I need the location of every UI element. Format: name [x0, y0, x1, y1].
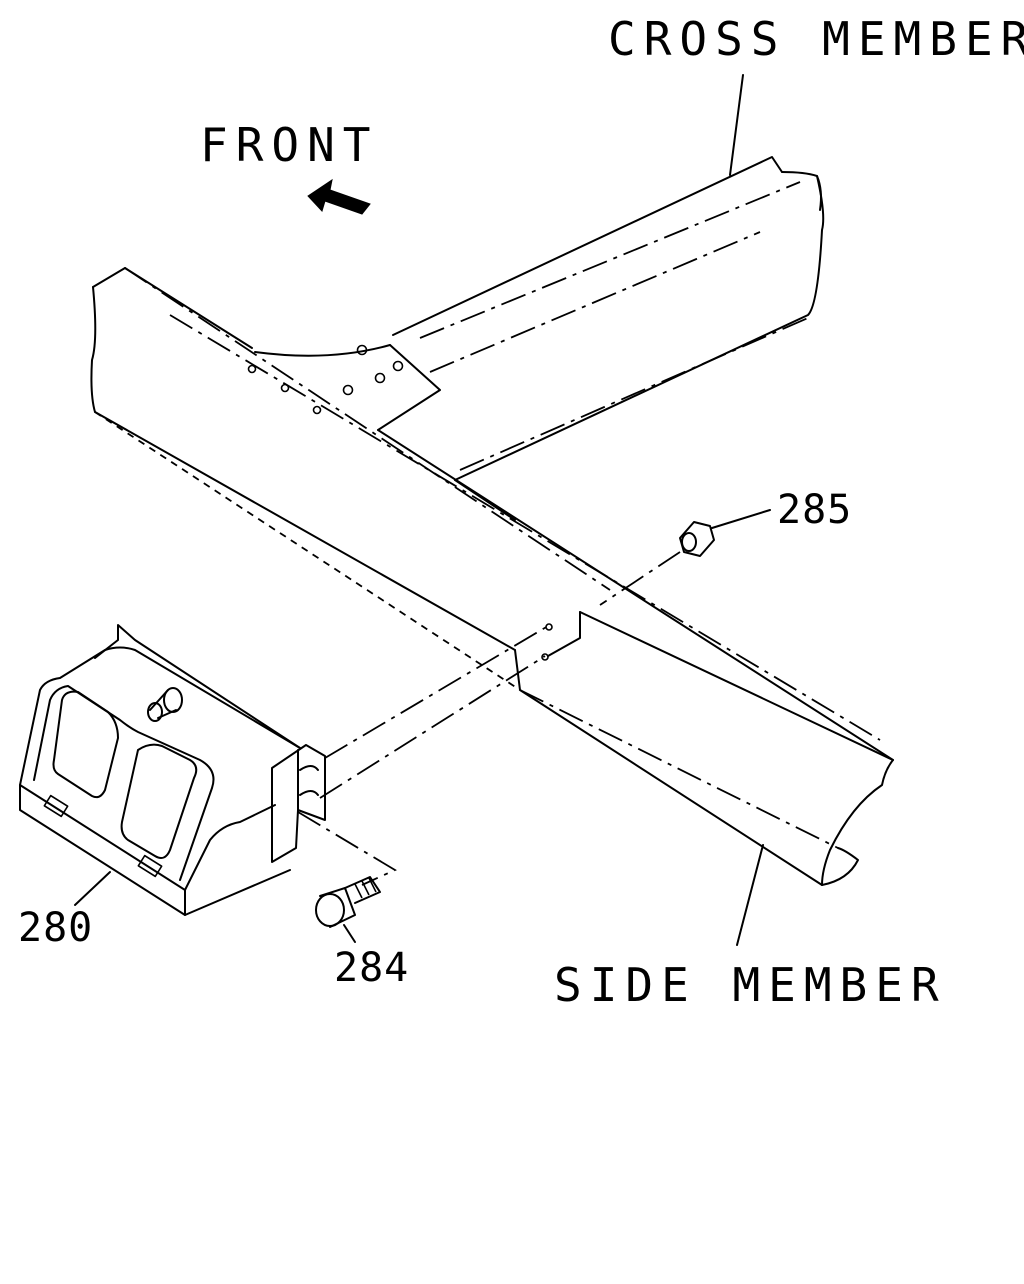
- cross-member-label: CROSS MEMBER: [608, 12, 1024, 66]
- nut-285: [599, 509, 771, 606]
- bolt-284: [315, 876, 381, 943]
- leader-lines: [74, 74, 764, 946]
- assembly-280: [19, 624, 549, 916]
- cross-member: [254, 156, 825, 481]
- side-member-label: SIDE MEMBER: [554, 958, 947, 1012]
- gusset-plate: [247, 344, 441, 431]
- front-arrow-icon: [307, 178, 371, 215]
- part-number-284: 284: [334, 945, 410, 991]
- part-number-280: 280: [18, 905, 94, 951]
- part-number-285: 285: [777, 487, 853, 533]
- front-label: FRONT: [200, 118, 379, 172]
- side-member: [90, 267, 894, 886]
